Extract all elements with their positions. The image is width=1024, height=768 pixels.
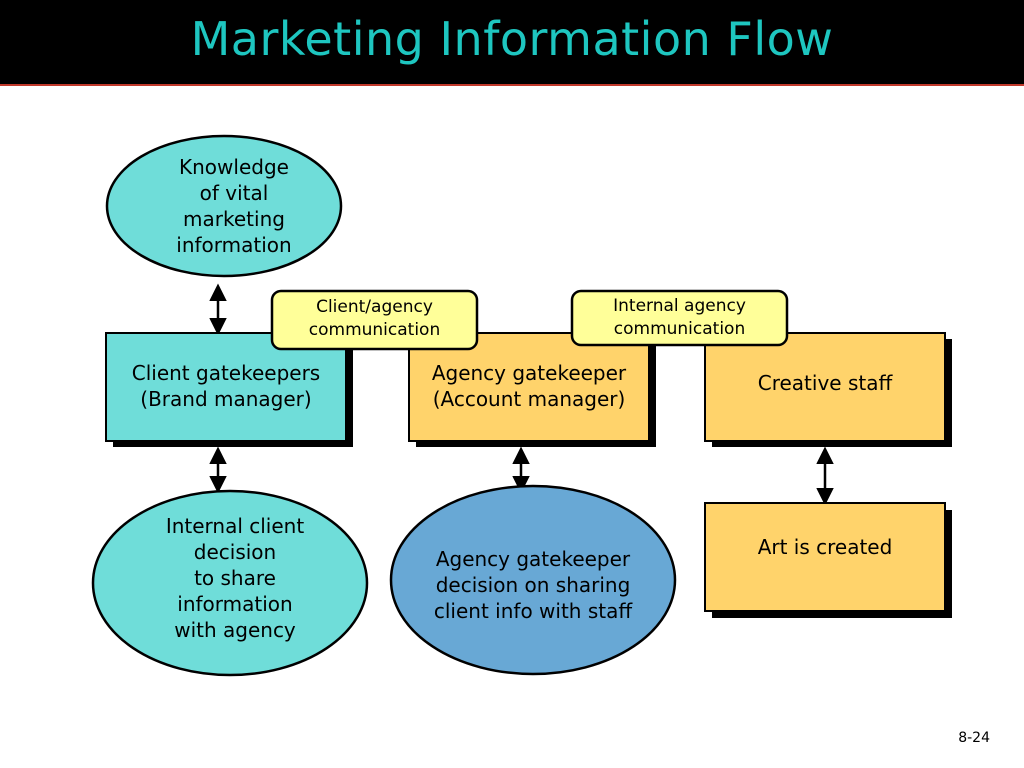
slide-title: Marketing Information Flow <box>190 12 834 66</box>
internal-client-decision-ellipse <box>91 489 369 677</box>
client-gatekeepers-label: Client gatekeepers (Brand manager) <box>131 361 321 411</box>
client-agency-note-label: Client/agency communication <box>308 297 441 340</box>
knowledge-label: Knowledge of vital marketing information <box>176 155 292 257</box>
creative-staff-label: Creative staff <box>757 371 893 395</box>
title-bar: Marketing Information Flow <box>0 0 1024 86</box>
creative-staff-box <box>704 332 946 442</box>
agency-gatekeeper-box <box>408 332 650 442</box>
agency-decision-label: Agency gatekeeper decision on sharing cl… <box>433 547 633 623</box>
slide-number: 8-24 <box>958 730 990 746</box>
agency-gatekeeper-label: Agency gatekeeper (Account manager) <box>431 361 627 411</box>
client-agency-note-box <box>270 289 479 351</box>
client-gatekeepers-box <box>105 332 347 442</box>
agency-decision-ellipse <box>389 484 677 676</box>
knowledge-ellipse <box>105 134 343 278</box>
internal-client-decision-label: Internal client decision to share inform… <box>165 514 305 642</box>
art-created-label: Art is created <box>757 535 893 559</box>
internal-agency-note-box <box>570 289 789 347</box>
internal-agency-note-label: Internal agency communication <box>613 296 746 339</box>
art-created-box <box>704 502 946 612</box>
